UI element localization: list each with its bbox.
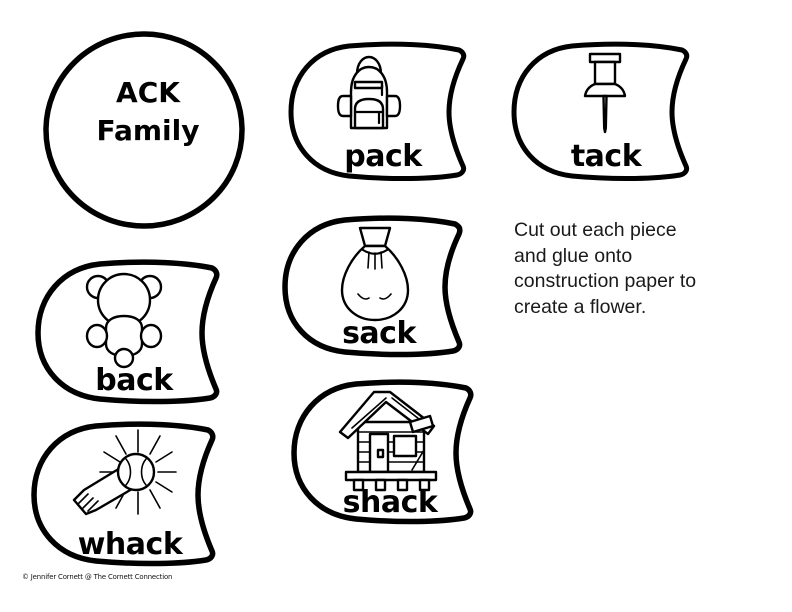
tack-head-barrel [593,60,617,86]
sack-neck-opening [358,226,392,248]
petal-label-whack: whack [78,527,184,562]
petal-label-shack: shack [343,485,439,520]
shack-brace-diagonal [411,449,425,471]
shack-door-handle [376,448,385,459]
bat-grip-1 [77,493,89,505]
center-circle-piece[interactable]: ACK Family [38,26,250,234]
instructions-text: Cut out each piece and glue onto constru… [514,219,697,318]
shack-stilt-4 [418,478,431,492]
baseball [116,452,156,492]
baseball-bat-hit-icon [72,429,177,516]
sack-body [340,244,410,322]
impact-rays [99,429,177,515]
shack-window [392,434,418,458]
shack-stilt-2 [374,478,387,492]
thumbtack-icon [583,52,627,134]
impact-ray-9 [155,481,173,493]
petal-piece-whack[interactable]: whack [30,421,242,567]
center-line2: Family [96,114,199,147]
bat-knob-edge [73,499,87,515]
impact-ray-4 [103,451,121,463]
petal-whack-svg: whack [31,421,216,567]
petal-piece-sack[interactable]: sack [281,215,489,358]
sack-crease-left [357,293,370,300]
petal-shack-svg: shack [291,379,474,525]
petal-label-back: back [95,363,174,398]
teddy-bear-back-icon [85,272,163,369]
petal-sack-svg: sack [282,215,463,358]
backpack-top-zipper [353,80,384,90]
petal-pack-svg: pack [288,41,467,182]
sack-crease-right [379,293,392,300]
petal-label-tack: tack [571,139,643,174]
tack-head-top [588,52,622,64]
petal-label-sack: sack [342,316,417,351]
bear-tail [113,347,135,369]
center-circle-svg: ACK Family [43,31,245,229]
tack-flange [583,82,627,98]
petal-back-svg: back [35,259,220,405]
petal-piece-shack[interactable]: shack [290,379,500,525]
petal-label-pack: pack [344,139,423,174]
baseball-seam-left [125,458,132,486]
backpack-front-pocket [353,97,385,130]
sack-fold-1 [367,251,370,269]
shack-stilt-3 [396,478,409,492]
shack-roof [338,390,436,440]
bat-grip-3 [87,500,99,512]
impact-ray-11 [149,489,161,509]
center-line1: ACK [116,76,181,109]
shack-window-shutter [408,414,435,434]
shack-cabin-icon [338,390,438,492]
bear-arm-left [85,323,109,349]
sack-fold-3 [380,251,383,269]
tack-pin [602,94,608,134]
impact-ray-3 [149,435,161,455]
center-circle-outline [43,31,245,229]
petal-piece-pack[interactable]: pack [287,41,492,182]
bear-body [104,314,144,358]
backpack-strap-right [385,94,402,118]
impact-ray-5 [155,451,173,463]
shack-stilt-1 [352,478,365,492]
petal-piece-back[interactable]: back [34,259,246,405]
bat-grip-2 [82,497,94,509]
petal-tack-outline [511,41,690,182]
petal-piece-tack[interactable]: tack [510,41,715,182]
backpack-strap-left [336,94,353,118]
impact-ray-2 [115,435,127,455]
backpack-icon [336,55,402,130]
petal-tack-svg: tack [511,41,690,182]
copyright-text: © Jennifer Cornett @ The Cornett Connect… [22,572,173,581]
shack-deck [344,470,438,482]
bear-arm-right [139,323,163,349]
baseball-seam-right [140,458,147,486]
shack-roof-line-1 [351,397,387,429]
sack-bag-icon [340,226,410,322]
